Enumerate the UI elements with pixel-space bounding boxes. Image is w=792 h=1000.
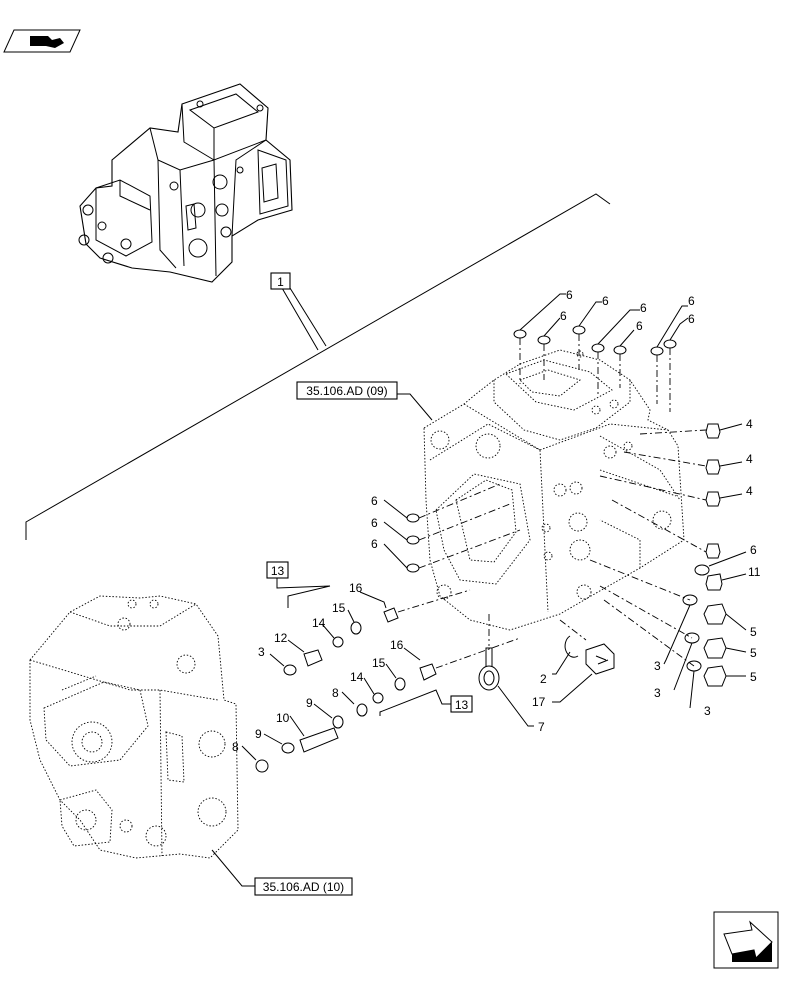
- kit-13-bracket-lower: [379, 689, 451, 716]
- o-ring-6-left-c: [406, 563, 420, 573]
- callout-7: 7: [538, 720, 545, 734]
- callout-17: 17: [532, 695, 546, 709]
- valve-group-upper: [283, 607, 399, 676]
- callout-2: 2: [540, 672, 547, 686]
- circlip-centerline: [559, 619, 587, 641]
- valve-lower-centerline: [435, 637, 521, 669]
- valve-upper-centerline: [397, 589, 471, 613]
- plugs-4: [705, 423, 721, 559]
- callout-5: 5: [750, 646, 757, 660]
- callout-16: 16: [349, 581, 363, 595]
- callout-3: 3: [654, 659, 661, 673]
- callout-leader-11: [721, 573, 747, 581]
- pump-assembly-drawing: [78, 83, 293, 283]
- callout-leaders-5: [725, 613, 747, 677]
- kit-bracket-line: [25, 193, 611, 540]
- callout-15: 15: [332, 601, 346, 615]
- callout-leaders-6-top: [519, 293, 689, 348]
- callout-6: 6: [640, 301, 647, 315]
- callout-9: 9: [306, 696, 313, 710]
- callout-5: 5: [750, 670, 757, 684]
- callout-6: 6: [371, 494, 378, 508]
- callout-leaders-lower-valve: [241, 647, 421, 761]
- plug-17: [585, 643, 615, 675]
- kit-13-label-lower: 13: [455, 698, 469, 712]
- callout-3: 3: [654, 686, 661, 700]
- callout-6: 6: [560, 309, 567, 323]
- plug-11: [705, 573, 723, 591]
- plug-centerlines: [599, 429, 707, 553]
- ref-35-106-ad-09: 35.106.AD (09): [306, 384, 387, 398]
- kit-1-box[interactable]: [270, 272, 291, 290]
- o-ring-6-left-centerlines: [418, 483, 521, 569]
- callout-6: 6: [371, 516, 378, 530]
- callout-leaders-6-left: [383, 499, 408, 569]
- callout-6: 6: [602, 294, 609, 308]
- o-ring-6-left-a: [406, 513, 420, 523]
- circlip-2: [564, 635, 579, 658]
- callout-6: 6: [566, 288, 573, 302]
- callout-4: 4: [746, 484, 753, 498]
- callout-8: 8: [232, 740, 239, 754]
- o-ring-6-right: [694, 564, 710, 576]
- kit-13-bracket-upper: [276, 578, 331, 608]
- plugs-5: [703, 603, 727, 687]
- callout-numbers: 6 6 6 6 6 6 6 4 4 4 6 6 6 6 11 5 5 5 3 3…: [232, 288, 761, 754]
- callout-6: 6: [688, 312, 695, 326]
- callout-16: 16: [390, 638, 404, 652]
- next-page-arrow-icon[interactable]: [713, 911, 779, 969]
- callout-4: 4: [746, 417, 753, 431]
- callout-6: 6: [688, 294, 695, 308]
- ref-09-leader: [397, 393, 433, 421]
- callout-3: 3: [704, 704, 711, 718]
- o-ring-3-centerlines: [589, 559, 695, 667]
- callout-6: 6: [636, 319, 643, 333]
- kit-leader-2: [281, 287, 319, 351]
- ref-35-106-ad-10: 35.106.AD (10): [263, 880, 344, 894]
- callout-8: 8: [332, 686, 339, 700]
- callout-4: 4: [746, 452, 753, 466]
- kit-13-label-upper: 13: [271, 564, 285, 578]
- o-rings-top: [513, 325, 677, 356]
- pump-direction-icon[interactable]: [3, 29, 81, 53]
- o-ring-top-centerlines: [519, 334, 671, 412]
- callout-6: 6: [750, 543, 757, 557]
- o-ring-6-left-b: [406, 535, 420, 545]
- callout-leaders-4: [719, 423, 743, 499]
- valve-group-lower: [255, 663, 437, 773]
- callout-leader-6-right: [708, 551, 747, 567]
- callout-14: 14: [312, 616, 326, 630]
- ref-35-106-ad-09-box[interactable]: [296, 381, 398, 400]
- callout-3: 3: [258, 645, 265, 659]
- callout-10: 10: [276, 711, 290, 725]
- callout-15: 15: [372, 656, 386, 670]
- kit-1-label: 1: [277, 275, 284, 289]
- callout-leaders-2-17: [552, 651, 593, 703]
- ref-10-leader: [211, 849, 255, 887]
- callout-leader-7: [497, 685, 534, 727]
- callout-14: 14: [350, 670, 364, 684]
- callout-5: 5: [750, 625, 757, 639]
- callout-leaders-upper-valve: [269, 591, 387, 667]
- lifting-eye-7: [478, 647, 500, 691]
- callout-leaders-3: [663, 604, 695, 709]
- pump-housing-10: [29, 595, 239, 859]
- callout-6: 6: [371, 537, 378, 551]
- callout-12: 12: [274, 631, 288, 645]
- callout-11: 11: [748, 565, 761, 579]
- kit-leader: [289, 287, 327, 347]
- callout-9: 9: [255, 727, 262, 741]
- pump-housing-09: [423, 349, 685, 631]
- plug-17-socket: [595, 655, 609, 665]
